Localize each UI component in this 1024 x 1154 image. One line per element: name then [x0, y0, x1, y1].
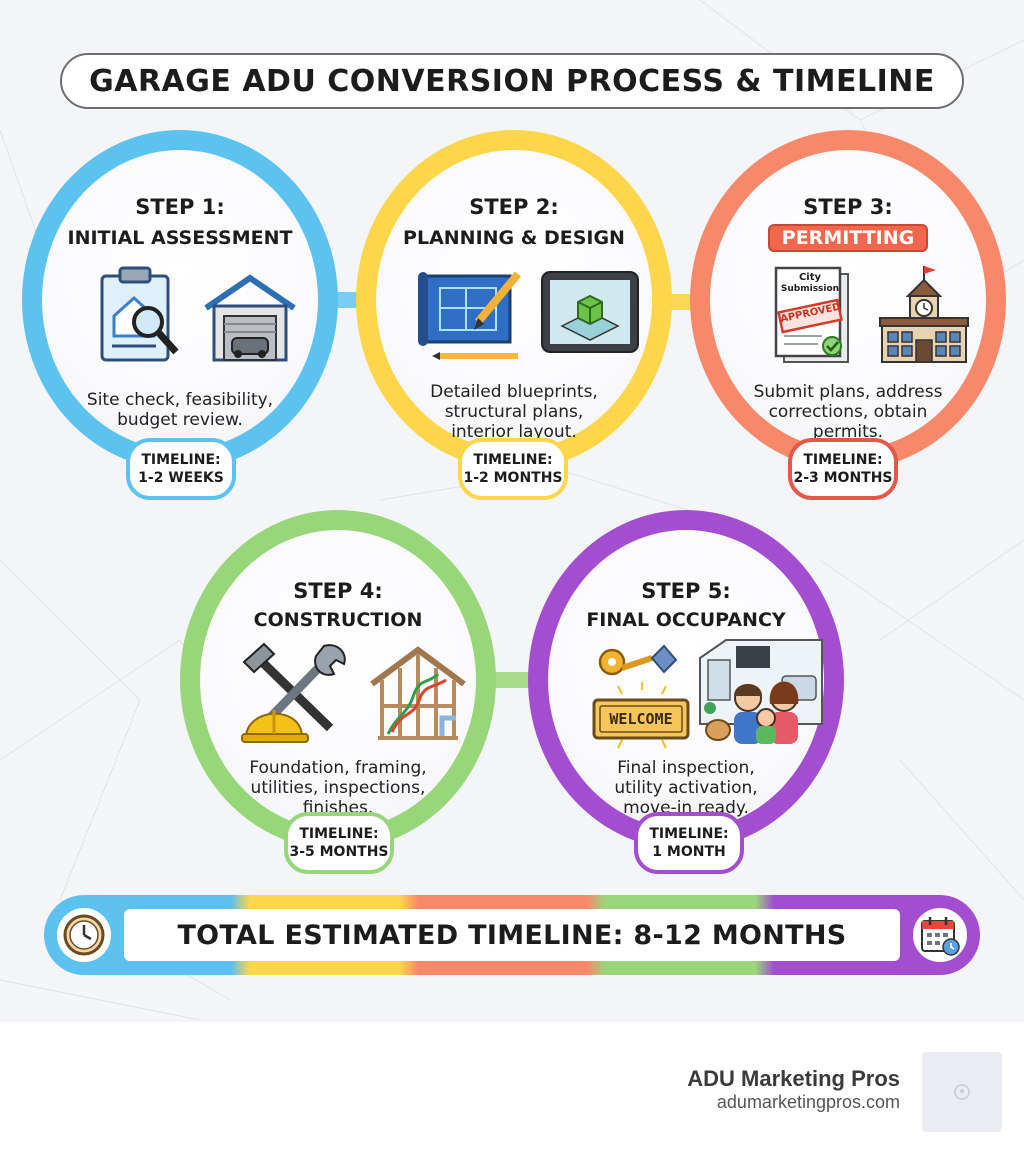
clock-icon	[52, 903, 116, 967]
step-3-timeline-badge: TIMELINE: 2-3 MONTHS	[788, 438, 898, 500]
keys-welcome-icon: WELCOME	[592, 640, 692, 750]
step-description: Foundation, framing, utilities, inspecti…	[249, 758, 427, 818]
footer: ADU Marketing Pros adumarketingpros.com	[0, 1022, 1024, 1154]
step-4-circle: STEP 4: CONSTRUCTION Foundation, frami	[180, 510, 496, 850]
garage-icon	[204, 274, 296, 362]
step-1-circle: STEP 1: INITIAL ASSESSMENT Site check, f…	[22, 130, 338, 470]
step-description: Detailed blueprints, structural plans, i…	[430, 382, 598, 442]
city-hall-icon	[879, 266, 969, 363]
tools-hardhat-icon	[241, 642, 346, 743]
step-title: PLANNING & DESIGN	[403, 227, 625, 249]
step-4-timeline-badge: TIMELINE: 3-5 MONTHS	[284, 812, 394, 874]
step-number: STEP 5:	[641, 579, 731, 603]
family-home-icon	[699, 639, 823, 744]
step-title: CONSTRUCTION	[253, 609, 423, 631]
step-2-timeline-badge: TIMELINE: 1-2 MONTHS	[458, 438, 568, 500]
step-number: STEP 3:	[803, 195, 893, 219]
brand-name: ADU Marketing Pros	[687, 1066, 900, 1091]
step-title: FINAL OCCUPANCY	[586, 609, 786, 631]
step-description: Final inspection, utility activation, mo…	[614, 758, 758, 818]
step-3-circle: STEP 3: PERMITTING City Submission APPRO…	[690, 130, 1006, 470]
total-timeline-bar: TOTAL ESTIMATED TIMELINE: 8-12 MONTHS	[44, 895, 980, 975]
step-5-circle: STEP 5: FINAL OCCUPANCY WELCOME	[528, 510, 844, 850]
page-title: GARAGE ADU CONVERSION PROCESS & TIMELINE	[60, 53, 964, 109]
calendar-icon	[908, 903, 972, 967]
step-number: STEP 2:	[469, 195, 559, 219]
step-description: Submit plans, address corrections, obtai…	[753, 382, 943, 442]
step-title: INITIAL ASSESSMENT	[67, 227, 293, 249]
permitting-label: PERMITTING	[767, 224, 929, 252]
step-1-timeline-badge: TIMELINE: 1-2 WEEKS	[126, 438, 236, 500]
step-number: STEP 1:	[135, 195, 225, 219]
brand-url[interactable]: adumarketingpros.com	[716, 1092, 900, 1112]
approved-document-icon: City Submission APPROVED	[772, 266, 856, 366]
step-5-timeline-badge: TIMELINE: 1 MONTH	[634, 812, 744, 874]
house-frame-icon	[370, 646, 466, 740]
step-number: STEP 4:	[293, 579, 383, 603]
total-timeline-text: TOTAL ESTIMATED TIMELINE: 8-12 MONTHS	[124, 909, 900, 961]
step-2-circle: STEP 2: PLANNING & DESIGN Detailed bluep…	[356, 130, 672, 470]
step-title: PERMITTING	[710, 224, 986, 252]
blueprint-icon	[418, 271, 522, 360]
clipboard-house-icon	[100, 266, 179, 362]
tablet-3d-icon	[541, 271, 639, 353]
step-description: Site check, feasibility, budget review.	[86, 390, 274, 430]
brand-logo-icon	[922, 1052, 1002, 1132]
